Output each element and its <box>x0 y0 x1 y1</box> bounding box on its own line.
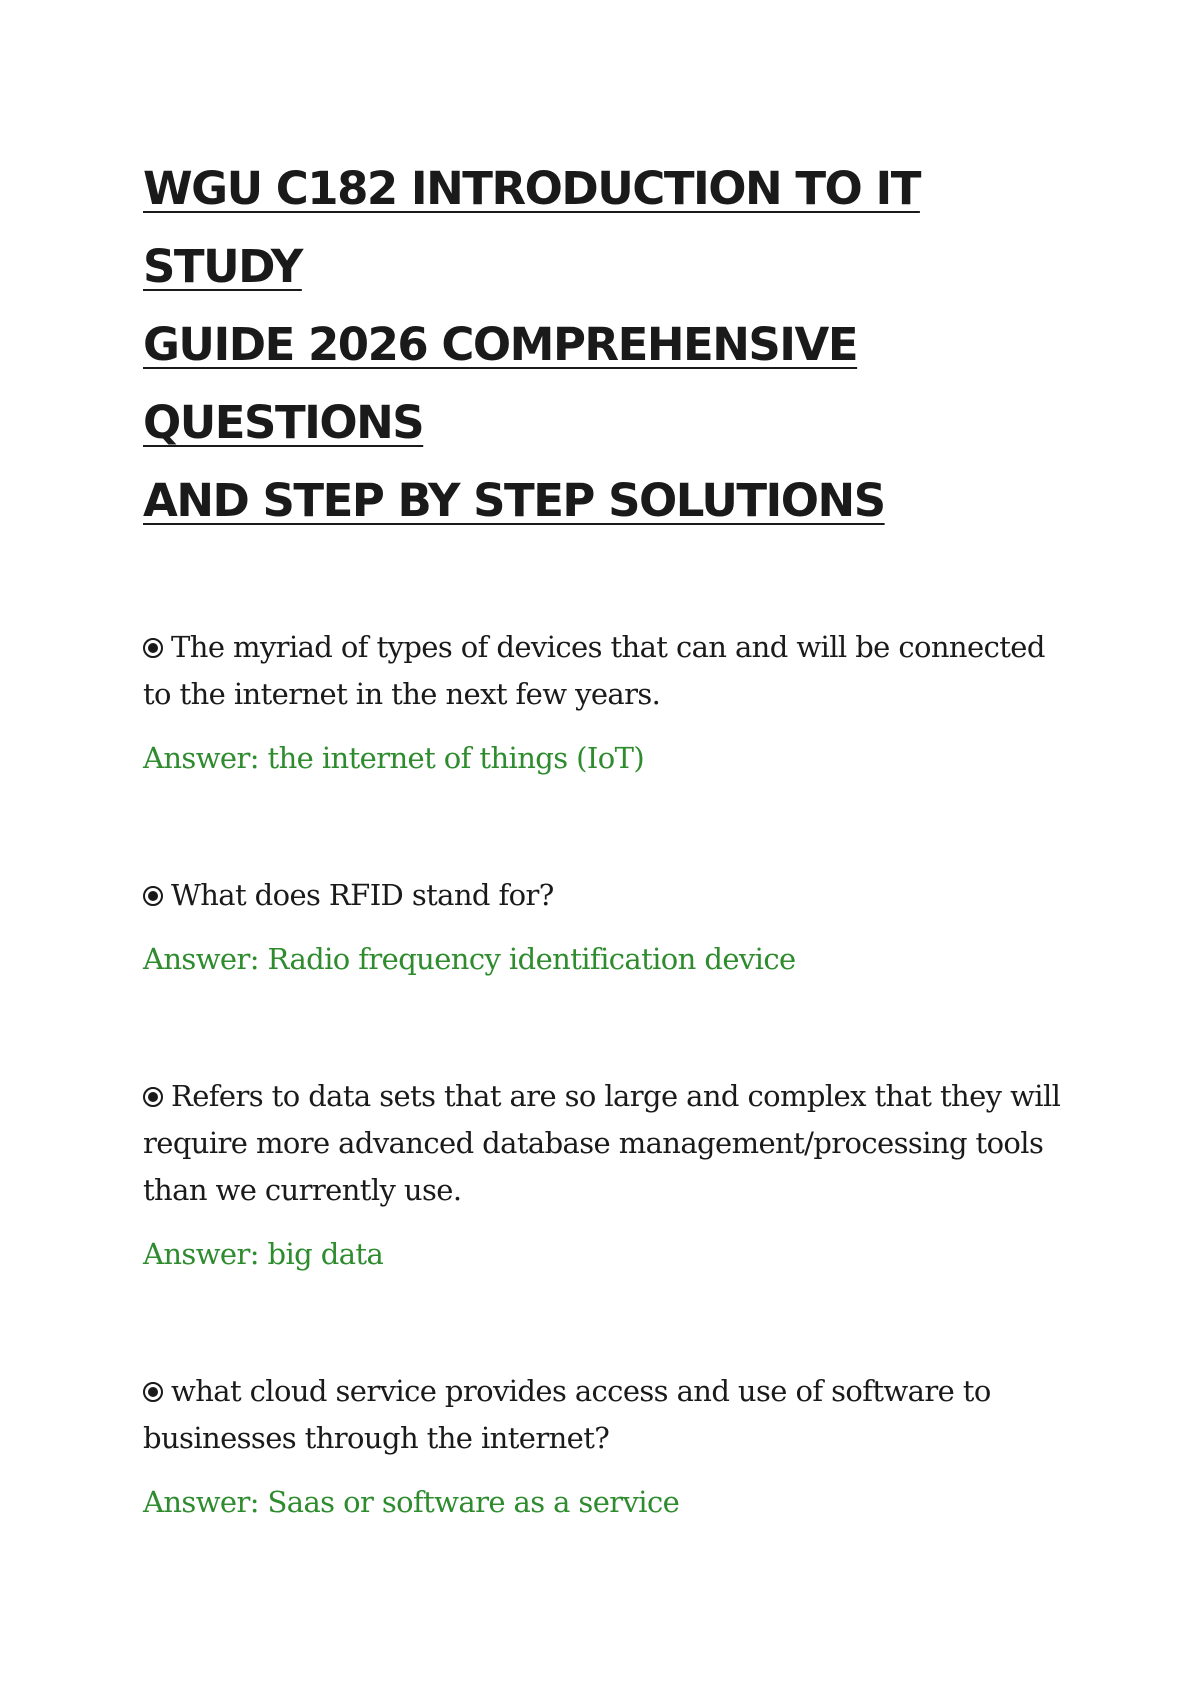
qa-item: Refers to data sets that are so large an… <box>143 1073 1073 1278</box>
title-line: AND STEP BY STEP SOLUTIONS <box>143 474 886 527</box>
question-text: what cloud service provides access and u… <box>143 1374 991 1455</box>
question: What does RFID stand for? <box>143 872 1073 919</box>
answer: Answer: Saas or software as a service <box>143 1485 680 1519</box>
answer: Answer: the internet of things (IoT) <box>143 741 645 775</box>
question: Refers to data sets that are so large an… <box>143 1073 1073 1214</box>
question-text: The myriad of types of devices that can … <box>143 630 1045 711</box>
qa-item: The myriad of types of devices that can … <box>143 624 1073 782</box>
answer: Answer: Radio frequency identification d… <box>143 942 796 976</box>
question-text: What does RFID stand for? <box>171 878 554 912</box>
question: The myriad of types of devices that can … <box>143 624 1073 718</box>
answer: Answer: big data <box>143 1237 384 1271</box>
radio-bullet-icon <box>143 638 163 658</box>
title-line: WGU C182 INTRODUCTION TO IT STUDY <box>143 162 921 293</box>
radio-bullet-icon <box>143 1087 163 1107</box>
question: what cloud service provides access and u… <box>143 1368 1073 1462</box>
radio-bullet-icon <box>143 886 163 906</box>
qa-list: The myriad of types of devices that can … <box>143 624 1073 1526</box>
title-line: GUIDE 2026 COMPREHENSIVE QUESTIONS <box>143 318 859 449</box>
qa-item: What does RFID stand for? Answer: Radio … <box>143 872 1073 983</box>
document-page: WGU C182 INTRODUCTION TO IT STUDY GUIDE … <box>143 150 1073 1616</box>
question-text: Refers to data sets that are so large an… <box>143 1079 1061 1207</box>
document-title: WGU C182 INTRODUCTION TO IT STUDY GUIDE … <box>143 150 1073 540</box>
qa-item: what cloud service provides access and u… <box>143 1368 1073 1526</box>
radio-bullet-icon <box>143 1382 163 1402</box>
